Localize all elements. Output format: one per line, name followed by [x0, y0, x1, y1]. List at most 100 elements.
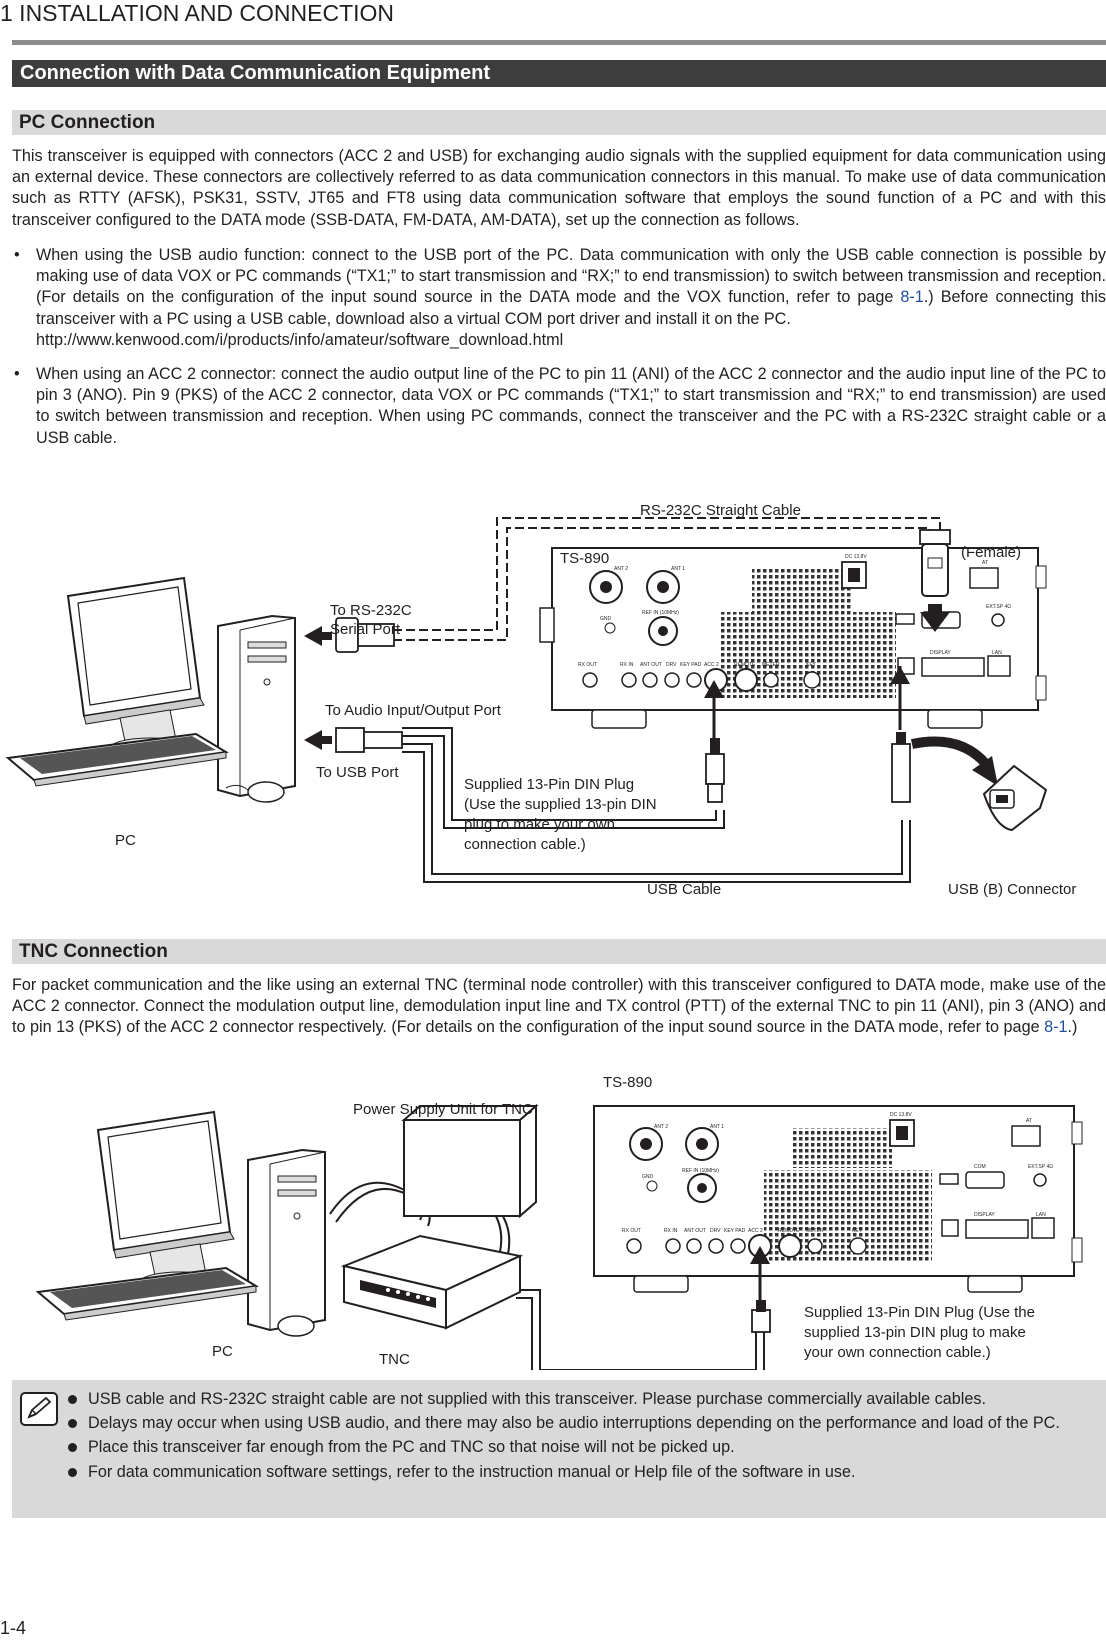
tnc-device-icon [340, 1234, 524, 1330]
panel-label-rxout: RX OUT [578, 662, 597, 668]
page-number: 1-4 [0, 1618, 27, 1638]
panel-label-gnd: GND [600, 616, 612, 622]
page-link-8-1[interactable]: 8-1 [900, 288, 924, 307]
label-to-audio: To Audio Input/Output Port [325, 702, 501, 719]
din-plug-icon [704, 680, 725, 803]
pc-tower-icon [217, 614, 296, 798]
label-to-rs232: To RS-232C [330, 602, 412, 619]
tnc-text-b: .) [1067, 1018, 1078, 1037]
usb-b-plug-icon [890, 666, 911, 803]
chapter-rule [12, 40, 1106, 45]
panel-label-antout: ANT OUT [684, 1228, 706, 1234]
down-arrow-icon [920, 604, 950, 632]
download-url[interactable]: http://www.kenwood.com/i/products/info/a… [36, 330, 564, 349]
pc-bullet-acc2: • When using an ACC 2 connector: connect… [12, 364, 1106, 449]
label-radio-model: TS-890 [560, 550, 610, 567]
label-din-line2: supplied 13-pin DIN plug to make [804, 1324, 1026, 1341]
pc-intro-paragraph: This transceiver is equipped with connec… [12, 147, 1106, 229]
usb-b-connector-detail-icon [982, 764, 1048, 832]
panel-label-keypad: KEY PAD [724, 1228, 746, 1234]
panel-label-dc: DC 13.8V [845, 554, 867, 560]
tnc-paragraph: For packet communication and the like us… [12, 975, 1106, 1039]
pc-connection-diagram: ANT 2 ANT 1 REF IN (10MHz) GND DC 13.8V … [5, 517, 1048, 883]
panel-label-refin: REF IN (10MHz) [642, 610, 679, 616]
label-female: (Female) [961, 544, 1022, 561]
pencil-note-icon [20, 1392, 58, 1426]
panel-label-lan: LAN [992, 650, 1002, 656]
panel-label-antout: ANT OUT [640, 662, 662, 668]
to-rs232-arrow-icon [304, 626, 332, 646]
panel-label-ant1: ANT 1 [671, 566, 685, 572]
to-usb-arrow-icon [304, 730, 332, 750]
panel-label-gnd: GND [642, 1174, 654, 1180]
note-item: Delays may occur when using USB audio, a… [68, 1413, 1098, 1434]
panel-label-drv: DRV [666, 662, 677, 668]
label-rs232-cable: RS-232C Straight Cable [640, 502, 801, 519]
chapter-title: 1 INSTALLATION AND CONNECTION [0, 0, 395, 26]
panel-label-rxout: RX OUT [622, 1228, 641, 1234]
keyboard-icon [5, 732, 229, 787]
panel-label-rxin: RX IN [664, 1228, 678, 1234]
label-din-line1: Supplied 13-Pin DIN Plug [464, 776, 635, 793]
notes-box: USB cable and RS-232C straight cable are… [12, 1380, 1106, 1518]
panel-label-ant1: ANT 1 [710, 1124, 724, 1130]
label-din-line3: plug to make your own [464, 816, 615, 833]
din-plug-icon [750, 1246, 771, 1333]
panel-label-acc2: ACC 2 [704, 662, 719, 668]
bullet-marker: • [14, 365, 20, 383]
label-to-usb: To USB Port [316, 764, 399, 781]
panel-label-display: DISPLAY [974, 1212, 995, 1218]
power-supply-icon [401, 1103, 539, 1219]
label-serial-port: Serial Port [330, 621, 401, 638]
panel-label-dc: DC 13.8V [890, 1112, 912, 1118]
note-item: Place this transceiver far enough from t… [68, 1437, 1098, 1458]
panel-label-display: DISPLAY [930, 650, 951, 656]
panel-label-ant2: ANT 2 [654, 1124, 668, 1130]
panel-label-extsp: EXT.SP 4Ω [986, 604, 1011, 610]
usb-a-plug-icon [335, 727, 403, 753]
bullet-acc2-text: When using an ACC 2 connector: connect t… [36, 365, 1106, 447]
label-power-supply: Power Supply Unit for TNC [353, 1101, 533, 1118]
panel-label-key: KEY [852, 1228, 863, 1234]
label-din-line3: your own connection cable.) [804, 1344, 991, 1361]
label-pc: PC [212, 1343, 233, 1360]
bullet-usb-text-a: When using the USB audio function: conne… [36, 246, 1106, 307]
panel-label-meter: METER [762, 662, 780, 668]
mouse-icon [225, 781, 285, 803]
pc-monitor-icon [66, 576, 205, 759]
panel-label-remote: REMOTE [778, 1228, 800, 1234]
pc-bullet-usb: • When using the USB audio function: con… [12, 245, 1106, 351]
ts890-rear-panel [539, 547, 1047, 729]
label-din-line2: (Use the supplied 13-pin DIN [464, 796, 657, 813]
page-link-8-1[interactable]: 8-1 [1044, 1018, 1068, 1037]
label-tnc: TNC [379, 1351, 410, 1368]
panel-label-remote: REMOTE [734, 662, 756, 668]
panel-label-drv: DRV [710, 1228, 721, 1234]
db9-plug-icon [335, 617, 395, 653]
note-item: For data communication software settings… [68, 1462, 1098, 1483]
keyboard-icon [35, 1266, 259, 1321]
pc-tower-icon [247, 1148, 326, 1332]
label-usb-cable: USB Cable [647, 881, 722, 898]
panel-label-meter: METER [806, 1228, 824, 1234]
notes-list: USB cable and RS-232C straight cable are… [68, 1389, 1098, 1486]
panel-label-at: AT [1026, 1118, 1032, 1124]
panel-label-ant2: ANT 2 [614, 566, 628, 572]
label-din-line4: connection cable.) [464, 836, 586, 853]
panel-label-key: KEY [806, 662, 817, 668]
section-heading: Connection with Data Communication Equip… [12, 60, 1106, 87]
label-din-line1: Supplied 13-Pin DIN Plug (Use the [804, 1304, 1035, 1321]
tnc-text-a: For packet communication and the like us… [12, 976, 1106, 1037]
bullet-marker: • [14, 246, 20, 264]
panel-label-com: COM [974, 1164, 986, 1170]
panel-label-rxin: RX IN [620, 662, 634, 668]
bullet-usb-text-b: .) Before connecting this transceiver wi… [36, 288, 1106, 328]
panel-label-extsp: EXT.SP 4Ω [1028, 1164, 1053, 1170]
pc-monitor-icon [96, 1110, 235, 1293]
label-radio-model: TS-890 [603, 1074, 653, 1091]
panel-label-refin: REF IN (10MHz) [682, 1168, 719, 1174]
label-pc: PC [115, 832, 136, 849]
note-item: USB cable and RS-232C straight cable are… [68, 1389, 1098, 1410]
panel-label-keypad: KEY PAD [680, 662, 702, 668]
ts890-rear-panel [593, 1105, 1083, 1293]
